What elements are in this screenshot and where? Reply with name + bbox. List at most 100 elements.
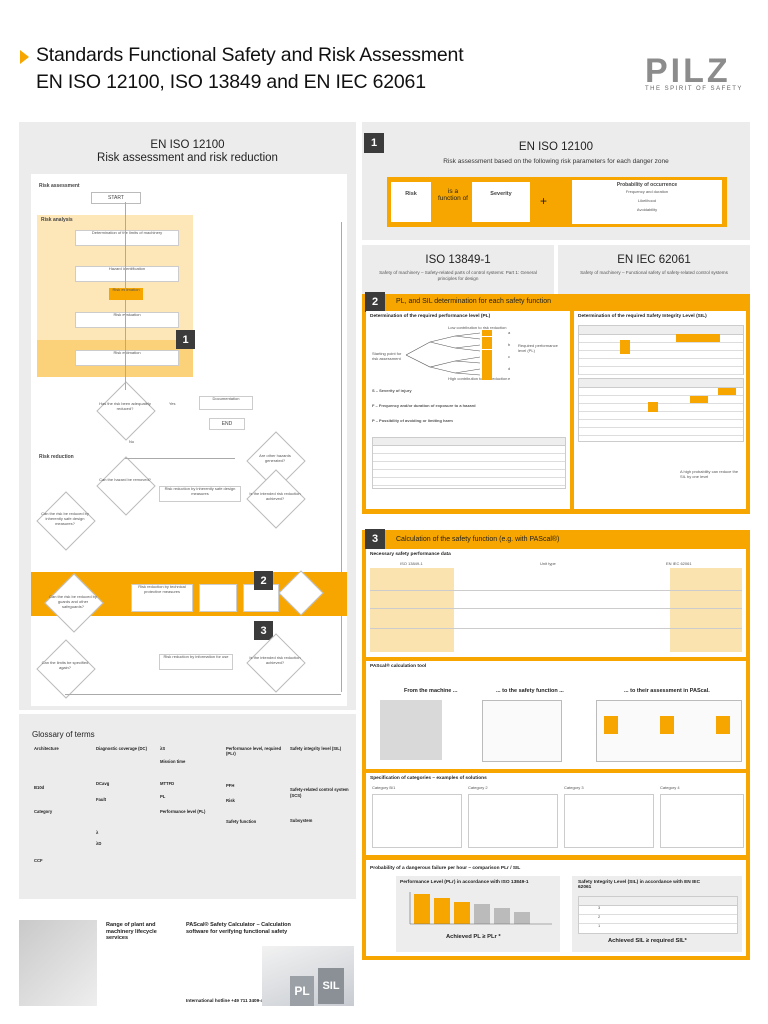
pl-level-b: b [508,342,511,347]
high-contribution: High contribution to risk reduction [448,376,508,381]
adequately-reduced-label: Has the risk been adequately reduced? [99,401,151,411]
start-box: START [91,192,141,204]
sil-panel [574,311,746,509]
pascal-block [660,716,674,734]
severity-box: Severity [472,182,530,222]
left-panel: EN ISO 12100 Risk assessment and risk re… [19,122,356,710]
pl-level-c: c [508,354,510,359]
category-3: Category 3 [564,785,584,790]
hazard-box: Hazard identification [75,266,179,282]
documentation-box: Documentation [199,396,253,410]
sil-highlight [648,402,658,412]
flow-badge-2: 2 [254,571,273,590]
pascal-block [604,716,618,734]
sil-highlight [690,396,708,403]
is-function-of: is a function of [438,188,468,202]
technical-box: Risk reduction by technical protective m… [131,584,193,612]
specified-label: Can the limits be specified again? [41,660,89,670]
sil-highlight [718,388,736,395]
achieved-sil: Achieved SIL ≥ required SIL* [608,938,687,944]
category-3-box [564,794,654,848]
glossary-term: λD [96,841,102,846]
reduce-inherent-label: Can the risk be reduced by inherently sa… [41,511,89,526]
achieved-pl: Achieved PL ≥ PLr * [446,934,501,940]
glossary-title: Glossary of terms [32,730,95,739]
title-arrow-icon [20,50,29,64]
sil-note: A high probability can reduce the SIL by… [680,469,739,479]
category-2: Category 2 [468,785,488,790]
pl-level-d: d [508,366,511,371]
category-1: Category B/1 [372,785,396,790]
information-box: Risk reduction by information for use [159,654,233,670]
start-point: Starting point for risk assessment [372,351,402,361]
section1-subtitle: Risk assessment based on the following r… [443,158,669,165]
f-head: F – Frequency and/or duration of exposur… [372,403,476,408]
frequency-label: Frequency and duration [625,189,669,195]
pascal-tool-head: PAScal® calculation tool [370,664,427,669]
risk-analysis-label: Risk analysis [41,217,73,223]
glossary-term: PL [160,793,166,799]
glossary-term: Safety integrity level (SIL) [290,746,342,751]
glossary-term: Safety-related control system (SCS) [290,787,349,798]
reduce-guards-label: Can the risk be reduced by guards and ot… [49,594,97,609]
glossary-term: λ [96,829,99,835]
category-2-box [468,794,558,848]
glossary-term: Subsystem [290,817,313,823]
sil-box-title: Safety Integrity Level (SIL) in accordan… [578,880,701,890]
yes-label: Yes [169,401,176,406]
sil-row-1: 1 [598,923,601,928]
risk-assessment-label: Risk assessment [39,183,80,189]
iso13849-title: ISO 13849-1 [425,254,491,266]
sil-highlight [620,340,630,354]
unit-type: Unit type [540,561,556,566]
glossary-col-3: λS Mission time MTTFD PL Performance lev… [160,746,218,814]
glossary-term: Performance level (PL) [160,809,206,814]
severity-label: Severity [490,191,512,197]
flow-badge-1: 1 [176,330,195,349]
iec-col: EN IEC 62061 [666,561,692,566]
glossary-term: Category [34,808,53,814]
intended-3-label: Is the intended risk reduction achieved? [249,655,301,665]
page-title-line1: Standards Functional Safety and Risk Ass… [36,44,464,66]
section3-badge: 3 [365,529,385,549]
slogan: THE SPIRIT OF SAFETY [645,86,743,92]
pl-panel [366,311,570,509]
sil-head: Determination of the required Safety Int… [578,314,707,319]
pl-word: PL [294,984,310,998]
hazard-removed-label: Can the hazard be removed? [99,477,151,482]
section2-title: PL, and SIL determination for each safet… [396,298,552,305]
likelihood-label: Likelihood [637,198,656,204]
machine-image [380,700,442,760]
spec-head: Specification of categories – examples o… [370,776,487,781]
pl-risk-graph [405,330,492,380]
phone-hotline: International hotline +49 711 3409-444 [186,998,269,1003]
intended-1-label: Is the intended risk reduction achieved? [249,491,301,501]
required-pl-label: Required performance level (PL) [518,343,558,353]
sil-word: SIL [322,980,340,992]
section1-badge: 1 [364,133,384,153]
from-machine: From the machine ... [404,688,458,694]
plus-sign: + [540,194,548,208]
flow-badge-3: 3 [254,621,273,640]
glossary-term: Safety function [226,819,257,824]
glossary-term: Performance level, required (PLr) [226,746,282,757]
glossary-term: B10d [34,785,45,791]
pl-bar-diagram [409,892,552,925]
glossary-term: CCF [34,857,43,863]
glossary-term: Mission time [160,759,186,765]
flow-line [125,458,235,459]
p-head: P – Possibility of avoiding or limiting … [372,418,453,423]
spec-panel [366,773,746,855]
risk-assessment-title: Risk assessment and risk reduction [97,152,278,164]
glossary-term: Architecture [34,746,59,751]
category-4: Category 4 [660,785,680,790]
sil-table-top [578,325,744,375]
category-1-box [372,794,462,848]
en-iso-12100-title: EN ISO 12100 [150,139,225,151]
pilz-logo: PILZ [645,52,731,90]
evaluation-box: Risk evaluation [75,312,179,328]
iso13849-panel [362,245,554,295]
pascal-block [716,716,730,734]
low-contribution: Low contribution to risk reduction [448,325,507,330]
iso-col: ISO 13849-1 [400,561,423,566]
